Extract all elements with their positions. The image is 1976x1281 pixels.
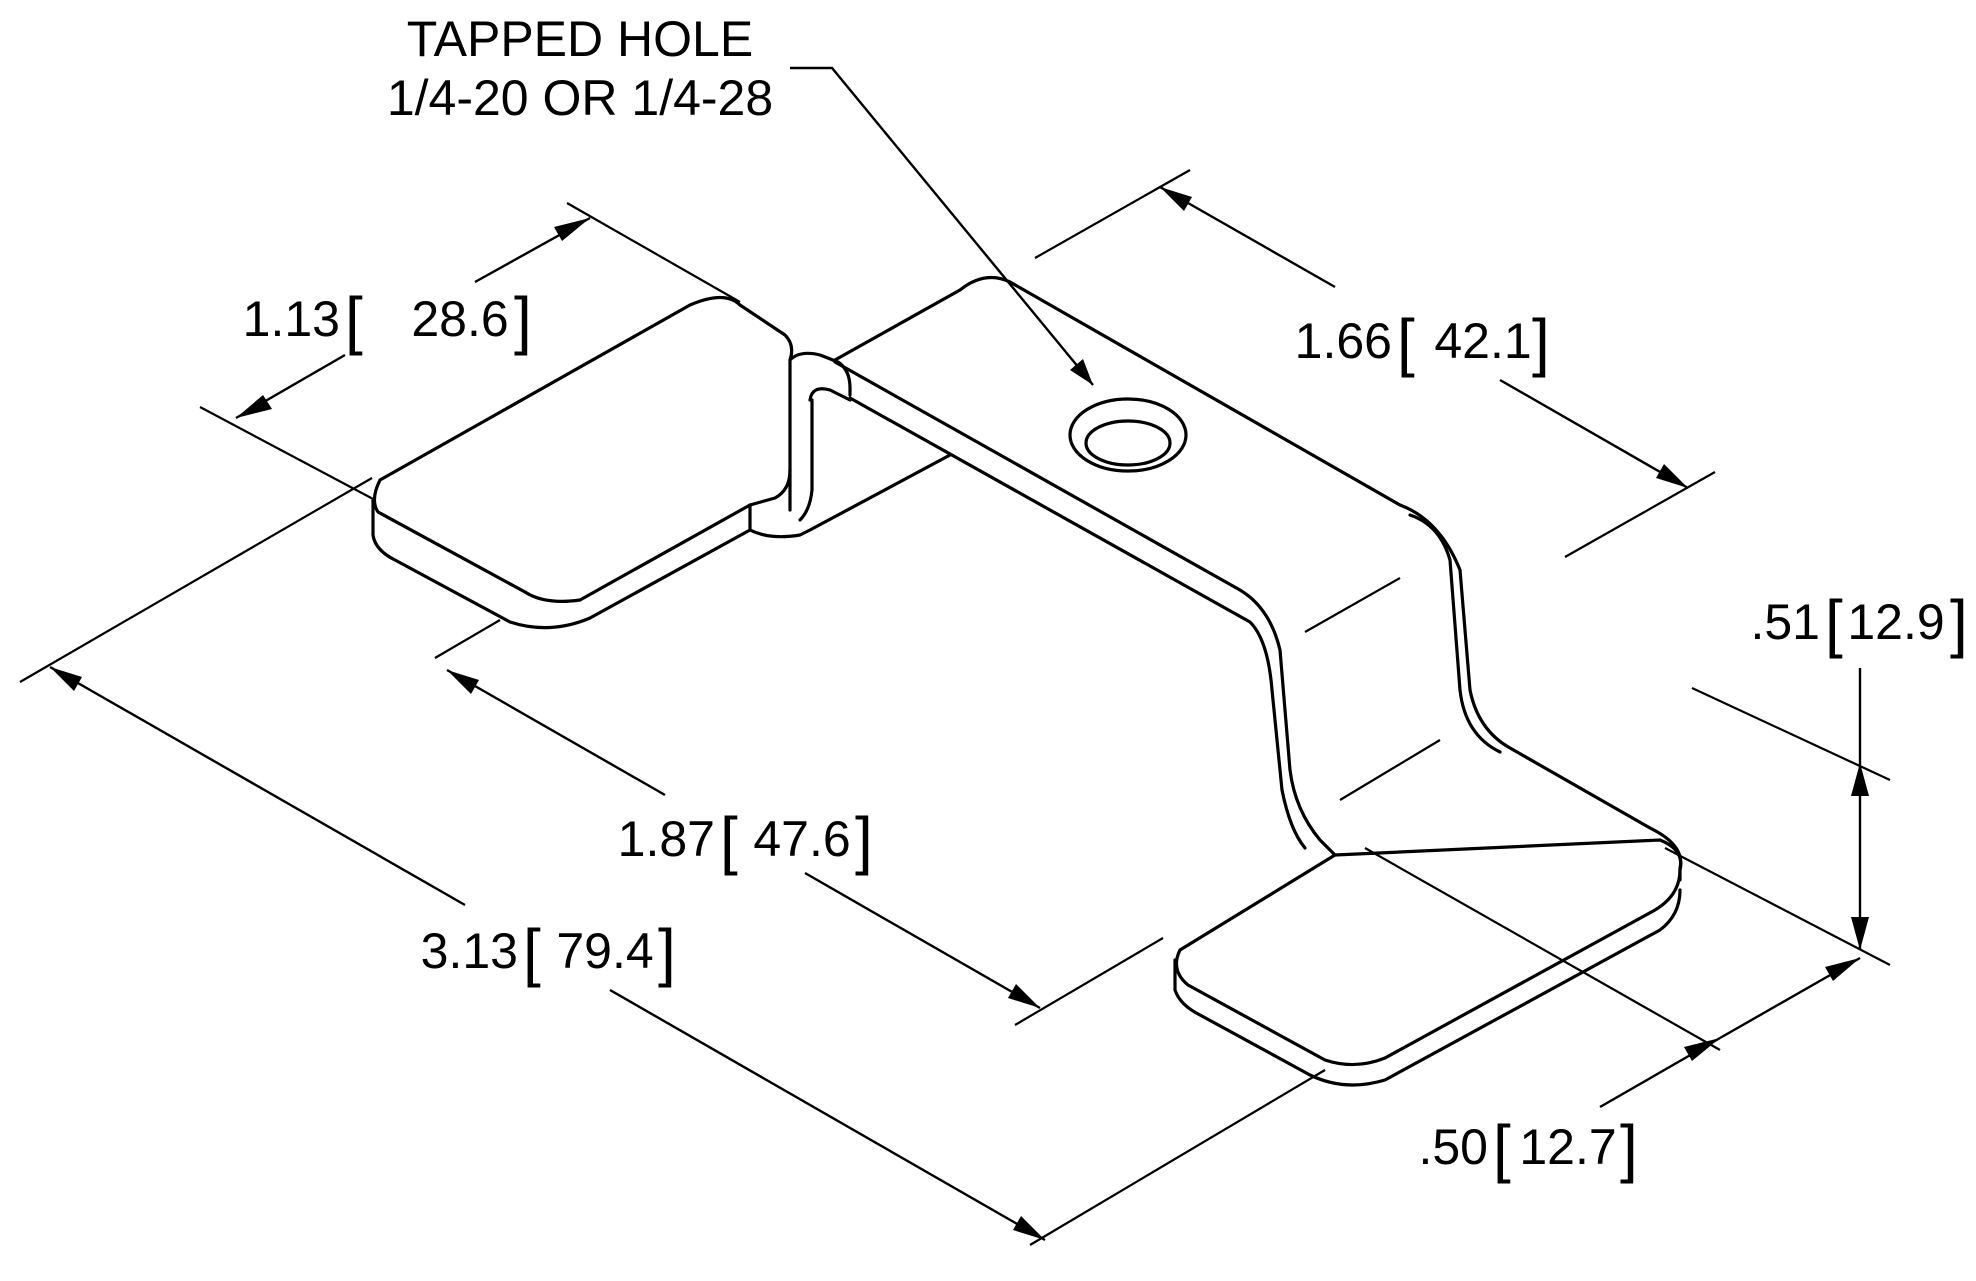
svg-text:]: ]: [658, 916, 676, 988]
left-riser-base: [748, 453, 952, 539]
dim-bridge-length-inch: 1.66: [1295, 313, 1392, 369]
bend-line-lower: [1339, 739, 1441, 801]
dim-inner-span-inch: 1.87: [618, 811, 715, 867]
bridge-inner-edge: [848, 396, 1307, 850]
right-flange-edge: [1173, 888, 1682, 1087]
note-line-2: 1/4-20 OR 1/4-28: [387, 70, 773, 126]
dim-flange-width: 1.13 [ 28.6 ]: [199, 202, 741, 501]
svg-text:]: ]: [514, 284, 532, 356]
dim-overall-length-inch: 3.13: [421, 923, 518, 979]
dim-overall-length-mm: 79.4: [556, 923, 653, 979]
dim-bridge-length-mm: 42.1: [1434, 313, 1531, 369]
note-line-1: TAPPED HOLE: [407, 11, 753, 67]
dim-overall-length: 3.13 [ 79.4 ]: [19, 477, 1326, 1246]
svg-text:]: ]: [855, 804, 873, 876]
dim-inner-span: 1.87 [ 47.6 ]: [434, 619, 1164, 1026]
svg-text:]: ]: [1532, 306, 1550, 378]
tapped-hole-note: TAPPED HOLE 1/4-20 OR 1/4-28: [387, 11, 1094, 386]
tapped-hole-inner: [1084, 419, 1172, 467]
dim-flange-depth-inch: .50: [1418, 1119, 1488, 1175]
dim-height-mm: 12.9: [1847, 594, 1944, 650]
bend-line-upper: [1304, 577, 1401, 633]
svg-text:[: [: [1493, 1112, 1511, 1184]
dim-flange-width-mm: 28.6: [411, 291, 508, 347]
svg-text:]: ]: [1620, 1112, 1638, 1184]
dim-height-inch: .51: [1750, 594, 1820, 650]
bracket-part: [371, 275, 1683, 1087]
dim-flange-depth: .50 [ 12.7 ]: [1364, 847, 1861, 1184]
left-flange-top: [372, 295, 794, 603]
left-riser-inner: [798, 387, 852, 522]
dim-flange-width-inch: 1.13: [243, 291, 340, 347]
bridge-top: [833, 275, 1683, 882]
note-leader: [790, 66, 1094, 386]
right-riser-outer: [1408, 513, 1502, 754]
svg-text:[: [: [1825, 587, 1843, 659]
bridge-underside: [833, 360, 1337, 857]
left-flange-edge: [371, 498, 752, 630]
dim-inner-span-mm: 47.6: [753, 811, 850, 867]
svg-text:[: [: [720, 804, 738, 876]
tapped-hole-outer: [1068, 397, 1188, 473]
note-leader-arrowhead: [1070, 359, 1093, 385]
dim-height: .51 [ 12.9 ]: [1664, 587, 1968, 966]
svg-text:[: [: [345, 284, 363, 356]
dim-flange-depth-mm: 12.7: [1519, 1119, 1616, 1175]
svg-text:[: [: [523, 916, 541, 988]
svg-text:[: [: [1397, 306, 1415, 378]
dim-bridge-length: 1.66 [ 42.1 ]: [1034, 169, 1716, 558]
right-flange-top: [1174, 838, 1683, 1067]
svg-text:]: ]: [1950, 587, 1968, 659]
